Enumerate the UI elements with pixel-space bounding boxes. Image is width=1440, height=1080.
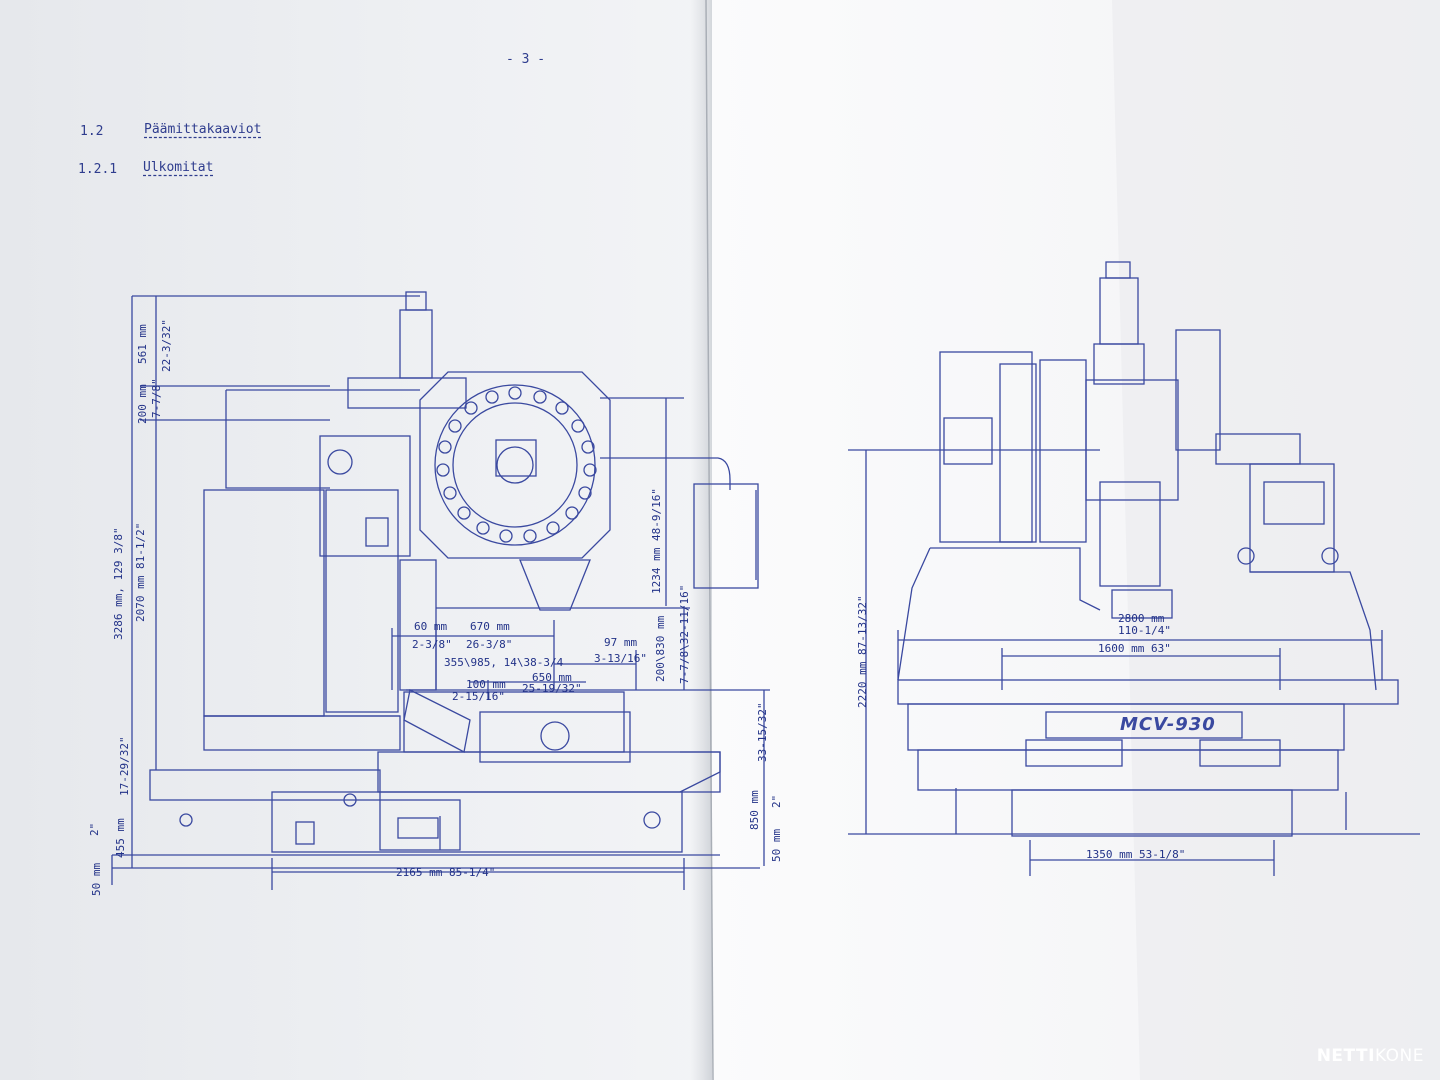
dim-2220: 2220 mm 87-13/32" — [856, 595, 869, 708]
nettikone-watermark: NETTIKONE — [1317, 1046, 1424, 1066]
dim-355-985: 355\985, 14\38-3/4 — [444, 656, 564, 669]
side-view-drawing — [111, 291, 770, 890]
dim-1234: 1234 mm 48-9/16" — [650, 488, 663, 594]
dim-2-in: 2" — [88, 822, 101, 836]
dim-25-19-32: 25-19/32" — [522, 682, 582, 695]
dim-50: 50 mm — [90, 862, 103, 896]
dim-2165: 2165 mm 85-1/4" — [396, 866, 496, 879]
section-number: 1.2 — [80, 124, 104, 139]
dim-200: 200 mm — [136, 384, 149, 424]
page-number: - 3 - — [506, 52, 546, 67]
dim-97: 97 mm — [604, 636, 638, 649]
dim-650: 650 mm — [532, 671, 572, 684]
dim-1350: 1350 mm 53-1/8" — [1086, 848, 1186, 861]
dim-7-32: 7-7/8\32-11/16" — [678, 584, 691, 684]
dim-2070: 2070 mm 81-1/2" — [134, 522, 147, 622]
dim-110-1-4: 110-1/4" — [1118, 624, 1171, 637]
dim-2-15-16: 2-15/16" — [452, 690, 505, 703]
dim-2800: 2800 mm — [1118, 612, 1165, 625]
dim-50-right: 50 mm — [770, 828, 783, 862]
section-title: Päämittakaaviot — [144, 122, 262, 137]
watermark-kone: KONE — [1374, 1046, 1424, 1066]
dim-200-830: 200\830 mm — [654, 615, 667, 682]
dim-33-15-32: 33-15/32" — [756, 702, 769, 762]
dim-100: 100 mm — [466, 678, 506, 691]
dim-7-7-8: 7-7/8" — [150, 378, 163, 418]
dim-670: 670 mm — [470, 620, 510, 633]
dim-26-3-8: 26-3/8" — [466, 638, 513, 651]
dim-2-3-8: 2-3/8" — [412, 638, 452, 651]
dim-561: 561 mm — [136, 324, 149, 364]
magazine-pockets — [436, 386, 597, 543]
watermark-netti: NETTI — [1316, 1046, 1375, 1066]
dim-455: 455 mm — [114, 818, 127, 858]
dim-22-3-32: 22-3/32" — [160, 319, 173, 372]
front-view-drawing — [848, 261, 1420, 876]
dim-60: 60 mm — [414, 620, 448, 633]
dim-1600: 1600 mm 63" — [1098, 642, 1171, 655]
subsection-number: 1.2.1 — [78, 162, 118, 177]
dim-overall-height: 3286 mm, 129 3/8" — [112, 527, 125, 640]
dim-17-29-32: 17-29/32" — [118, 736, 131, 796]
dim-850: 850 mm — [748, 790, 761, 830]
dim-2-in-right: 2" — [770, 794, 783, 808]
dim-3-13-16: 3-13/16" — [594, 652, 647, 665]
subsection-title: Ulkomitat — [143, 160, 214, 175]
model-plate: MCV-930 — [1120, 714, 1216, 735]
left-page — [0, 0, 730, 1080]
